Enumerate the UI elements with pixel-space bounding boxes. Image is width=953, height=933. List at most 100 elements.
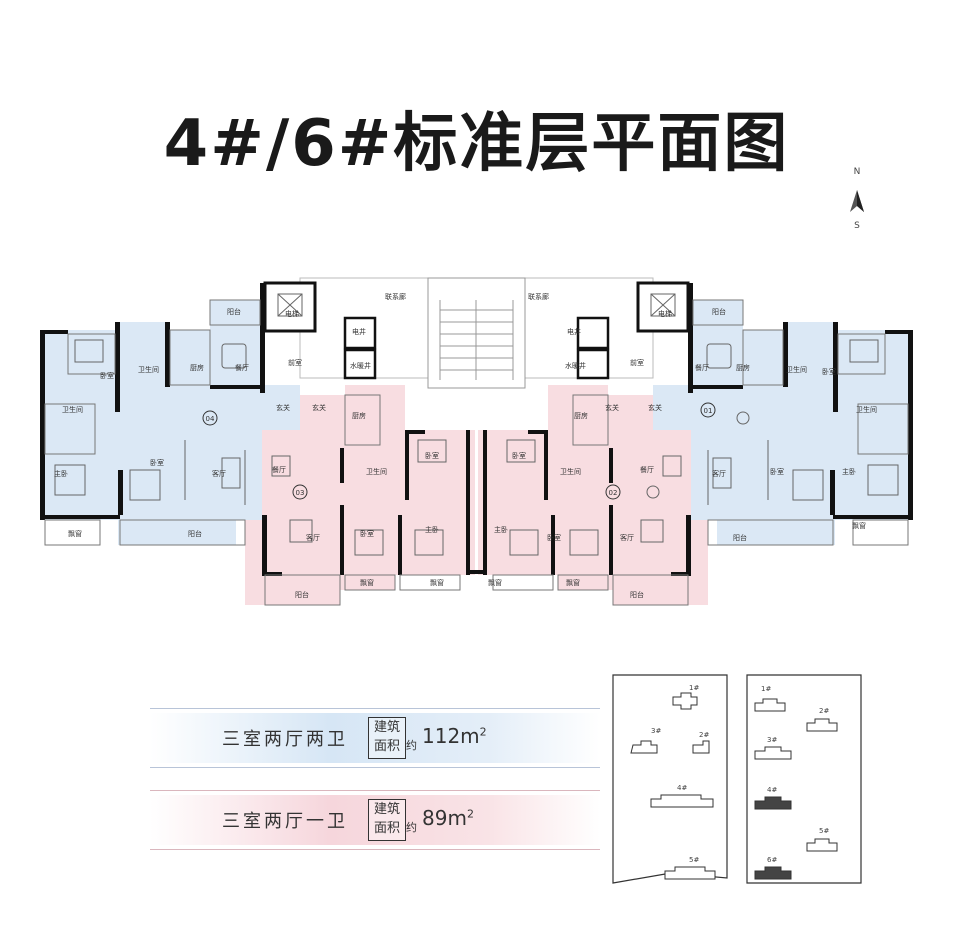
label-corridor-left: 联系廊 bbox=[385, 292, 406, 301]
label-bay-03b: 飘窗 bbox=[430, 578, 444, 587]
site-right-label-3: 3# bbox=[767, 736, 778, 744]
label-bath-04b: 卫生间 bbox=[62, 405, 83, 414]
legend-area-sup: 2 bbox=[479, 725, 487, 739]
site-map-left: 1# 3# 2# 4# 5# bbox=[611, 673, 729, 891]
site-right-label-5: 5# bbox=[819, 827, 830, 835]
site-left-label-3: 3# bbox=[651, 727, 662, 735]
label-dining-04: 餐厅 bbox=[235, 363, 249, 372]
label-entry-04: 玄关 bbox=[276, 403, 290, 412]
label-bath-04a: 卫生间 bbox=[138, 365, 159, 374]
label-balcony-03: 阳台 bbox=[295, 590, 309, 599]
legend-area-box: 建筑 面积 bbox=[368, 717, 406, 759]
label-bay-02a: 飘窗 bbox=[488, 578, 502, 587]
site-left-label-5: 5# bbox=[689, 856, 700, 864]
label-bedroom-01b: 卧室 bbox=[770, 467, 784, 476]
legend-box-line2: 面积 bbox=[373, 821, 400, 836]
floor-plan: 联系廊 联系廊 电梯 电梯 电井 电井 水暖井 水暖井 前室 前室 阳台 阳台 … bbox=[40, 277, 913, 606]
unit-number-02: 02 bbox=[609, 489, 618, 497]
unit-number-01: 01 bbox=[704, 407, 713, 415]
unit-number-04: 04 bbox=[206, 415, 215, 423]
label-living-01: 客厅 bbox=[712, 469, 726, 478]
walls bbox=[40, 283, 913, 576]
legend-row-112: 三室两厅两卫 建筑 面积 约 112m2 bbox=[150, 708, 600, 768]
label-kitchen-01: 厨房 bbox=[736, 363, 750, 372]
legend-area: 112m2 bbox=[422, 724, 487, 748]
legend-area: 89m2 bbox=[422, 806, 474, 830]
site-right-label-4: 4# bbox=[767, 786, 778, 794]
site-right-label-1: 1# bbox=[761, 685, 772, 693]
label-bay-04a: 飘窗 bbox=[68, 529, 82, 538]
legend-area-box: 建筑 面积 bbox=[368, 799, 406, 841]
label-dining-03: 餐厅 bbox=[272, 465, 286, 474]
legend-name: 三室两厅一卫 bbox=[222, 811, 348, 832]
label-master-02: 主卧 bbox=[494, 525, 508, 534]
site-left-label-1: 1# bbox=[689, 684, 700, 692]
label-entry-02: 玄关 bbox=[605, 403, 619, 412]
unit-01-area bbox=[653, 300, 913, 545]
site-right-label-2: 2# bbox=[819, 707, 830, 715]
label-bath-03: 卫生间 bbox=[366, 467, 387, 476]
label-balcony-02: 阳台 bbox=[630, 590, 644, 599]
legend-approx: 约 bbox=[406, 821, 417, 834]
label-lobby-right: 前室 bbox=[630, 358, 644, 367]
label-kitchen-04: 厨房 bbox=[190, 363, 204, 372]
label-entry-01: 玄关 bbox=[648, 403, 662, 412]
label-bedroom-03b: 卧室 bbox=[360, 529, 374, 538]
legend-box-line1: 建筑 bbox=[373, 802, 400, 817]
label-living-02: 客厅 bbox=[620, 533, 634, 542]
label-corridor-right: 联系廊 bbox=[528, 292, 549, 301]
label-bedroom-04a: 卧室 bbox=[100, 371, 114, 380]
label-balcony-tr: 阳台 bbox=[712, 307, 726, 316]
label-elec-right: 电井 bbox=[567, 327, 581, 336]
compass-north: N bbox=[854, 167, 861, 177]
legend-box-line1: 建筑 bbox=[373, 720, 400, 735]
label-lobby-left: 前室 bbox=[288, 358, 302, 367]
page-title: 4#/6#标准层平面图 bbox=[163, 107, 790, 181]
legend-area-value: 89m bbox=[422, 806, 467, 830]
label-bay-03a: 飘窗 bbox=[360, 578, 374, 587]
site-left-label-2: 2# bbox=[699, 731, 710, 739]
label-elevator-right: 电梯 bbox=[658, 309, 672, 318]
legend-row-89: 三室两厅一卫 建筑 面积 约 89m2 bbox=[150, 790, 600, 850]
label-bedroom-03a: 卧室 bbox=[425, 451, 439, 460]
stair bbox=[439, 300, 514, 380]
legend-approx: 约 bbox=[406, 739, 417, 752]
label-kitchen-02: 厨房 bbox=[574, 411, 588, 420]
label-kitchen-03: 厨房 bbox=[352, 411, 366, 420]
label-balcony-tl: 阳台 bbox=[227, 307, 241, 316]
label-bedroom-02a: 卧室 bbox=[512, 451, 526, 460]
legend-name: 三室两厅两卫 bbox=[222, 729, 348, 750]
label-balcony-04: 阳台 bbox=[188, 529, 202, 538]
label-living-04: 客厅 bbox=[212, 469, 226, 478]
site-left-label-4: 4# bbox=[677, 784, 688, 792]
label-living-03: 客厅 bbox=[306, 533, 320, 542]
label-bay-01a: 飘窗 bbox=[852, 521, 866, 530]
label-water-right: 水暖井 bbox=[565, 361, 586, 370]
legend-area-sup: 2 bbox=[466, 807, 474, 821]
compass-icon: N S bbox=[850, 167, 864, 231]
label-bath-01b: 卫生间 bbox=[856, 405, 877, 414]
label-elevator-left: 电梯 bbox=[285, 309, 299, 318]
label-bath-01a: 卫生间 bbox=[786, 365, 807, 374]
label-entry-03: 玄关 bbox=[312, 403, 326, 412]
label-dining-01: 餐厅 bbox=[695, 363, 709, 372]
label-bedroom-01a: 卧室 bbox=[822, 367, 836, 376]
label-bedroom-04b: 卧室 bbox=[150, 458, 164, 467]
label-bay-02b: 飘窗 bbox=[566, 578, 580, 587]
unit-04-area bbox=[40, 300, 300, 545]
label-master-04: 主卧 bbox=[54, 469, 68, 478]
label-master-03: 主卧 bbox=[425, 525, 439, 534]
unit-number-03: 03 bbox=[296, 489, 305, 497]
legend-area-value: 112m bbox=[422, 724, 480, 748]
label-bedroom-02b: 卧室 bbox=[547, 533, 561, 542]
label-bath-02: 卫生间 bbox=[560, 467, 581, 476]
site-right-label-6: 6# bbox=[767, 856, 778, 864]
label-master-01: 主卧 bbox=[842, 467, 856, 476]
label-water-left: 水暖井 bbox=[350, 361, 371, 370]
legend-box-line2: 面积 bbox=[373, 739, 400, 754]
label-dining-02: 餐厅 bbox=[640, 465, 654, 474]
label-balcony-01: 阳台 bbox=[733, 533, 747, 542]
site-map-right: 1# 2# 3# 4# 5# 6# bbox=[745, 673, 863, 891]
compass-south: S bbox=[854, 221, 860, 231]
label-elec-left: 电井 bbox=[352, 327, 366, 336]
